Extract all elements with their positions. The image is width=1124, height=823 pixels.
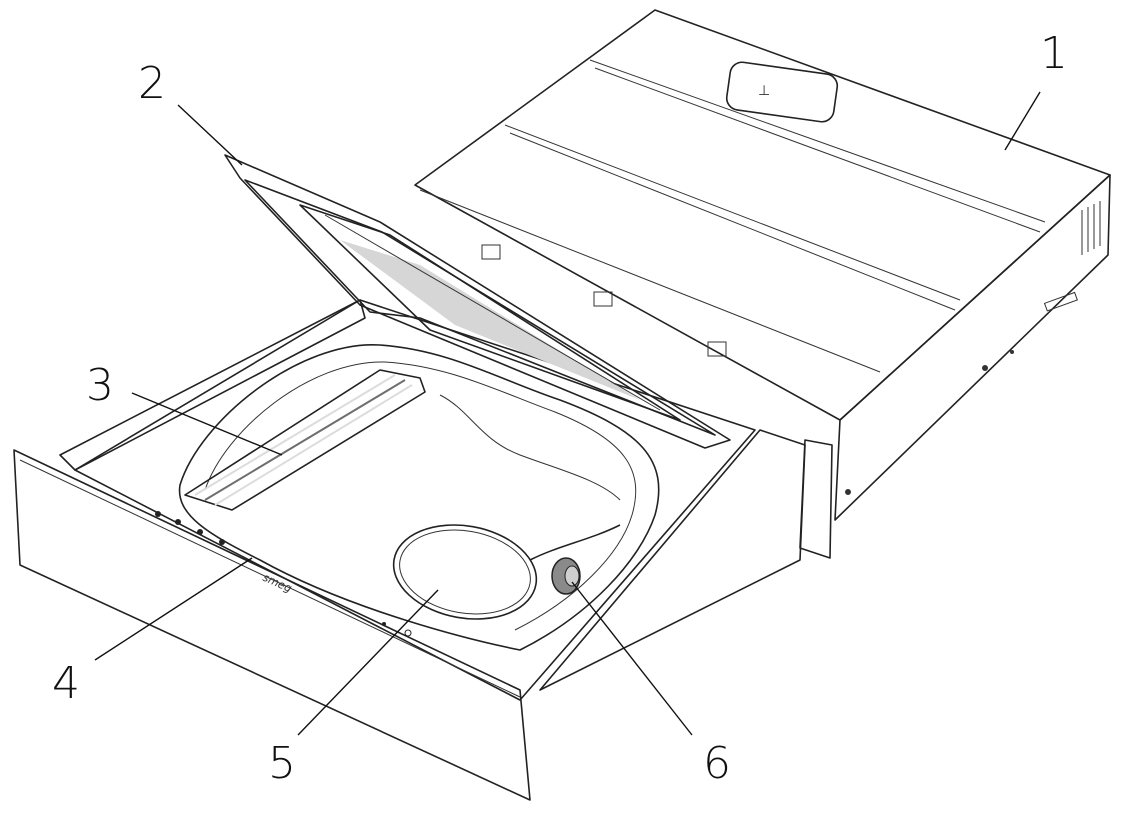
- callout-1: 1: [1040, 28, 1068, 79]
- housing-mark: ⊥: [758, 83, 770, 99]
- leader-3: [131, 392, 283, 456]
- leader-6: [571, 581, 693, 736]
- leader-4: [94, 557, 253, 661]
- leader-1: [1004, 91, 1041, 151]
- callout-labels: 1 2 3 4 5 6: [52, 28, 1068, 789]
- vent-grille: [1081, 201, 1101, 255]
- leader-lines: [94, 91, 1041, 736]
- leader-5: [297, 589, 439, 736]
- tube-connector: [551, 557, 581, 595]
- callout-2: 2: [138, 58, 166, 109]
- drawer: smeg: [13, 299, 833, 801]
- appliance-housing: ⊥: [414, 9, 1111, 521]
- leader-2: [177, 104, 243, 166]
- sealing-bar: [184, 369, 426, 511]
- callout-4: 4: [52, 658, 80, 709]
- lid: [224, 154, 731, 449]
- control-panel: smeg: [155, 511, 412, 637]
- callout-5: 5: [268, 738, 296, 789]
- callout-3: 3: [86, 360, 114, 411]
- vacuum-tube: [392, 524, 621, 620]
- callout-6: 6: [703, 738, 731, 789]
